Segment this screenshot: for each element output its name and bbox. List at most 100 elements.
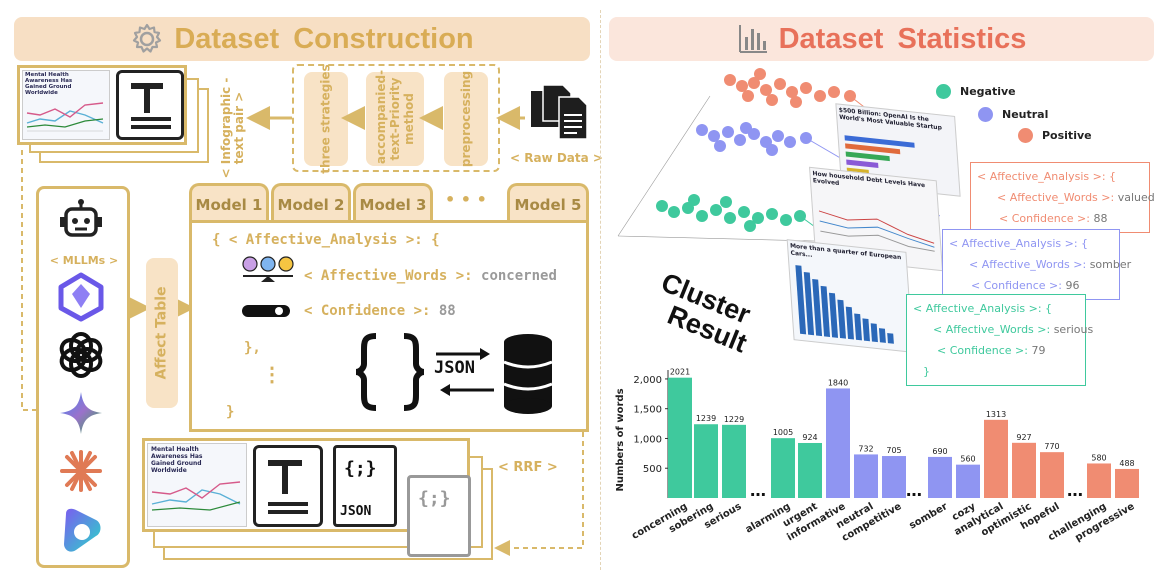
positive-cluster [724,68,856,108]
gemini-logo-icon [60,392,102,434]
bar-value-label: 1239 [696,414,716,423]
openai-logo-icon [59,332,103,378]
neutral-box-confidence: < Confidence >: 96 [971,279,1080,292]
code-close: } [226,404,235,420]
json-database-illustration [355,333,553,414]
bar-value-label: 2021 [670,368,690,377]
bar-optimistic [1012,442,1036,498]
gear-icon [133,23,162,53]
bar-value-label: 488 [1119,459,1134,468]
neutral-box-open: < Affective_Analysis >: { [949,237,1089,250]
y-axis-label: Numbers of words [615,388,626,491]
legend-negative-swatch [936,84,951,99]
tab-model-1[interactable]: Model 1 [189,183,269,223]
infographic-thumbnail: Mental Health Awareness Has Gained Groun… [22,70,110,140]
bar-urgent [798,442,822,498]
dataset-construction-banner: Dataset Construction [14,17,590,61]
legend-neutral-swatch [978,107,993,122]
negative-box-confidence: < Confidence >: 79 [937,344,1046,357]
negative-box-open: < Affective_Analysis >: { [913,302,1053,315]
positive-box-confidence: < Confidence >: 88 [999,212,1108,225]
bar-value-label: 1313 [986,410,1006,419]
legend-negative: Negative [936,84,1016,99]
stage-priority-method: accompanied- text-Priority method [366,70,424,166]
bar-hopeful [1040,452,1064,498]
page-title-right: Dataset Statistics [778,22,1027,55]
json-file-braces: {;} [344,458,377,479]
neutral-box-words: < Affective_Words >: somber [969,258,1132,271]
bottom-text-document-icon [253,445,323,527]
confidence-key: < Confidence >: [304,303,431,319]
legend-positive-swatch [1018,128,1033,143]
neutral-annotation-box: < Affective_Analysis >: { < Affective_Wo… [942,229,1132,300]
rrf-label: < RRF > [498,460,558,475]
confidence-line: < Confidence >: 88 [304,303,456,319]
legend-positive: Positive [1018,128,1092,143]
bar-gap-ellipsis: … [750,481,766,500]
thumb-title: Mental Health Awareness Has Gained Groun… [25,72,73,96]
qwen-logo-icon [58,272,104,322]
claude-logo-icon [60,450,102,492]
bar-concerning [668,377,692,498]
y-tick-label: 500 [643,464,662,475]
tab-model-2[interactable]: Model 2 [271,183,351,223]
json-file-icon-faded: {;} [407,475,471,557]
bar-gap-ellipsis: … [1067,481,1083,500]
bar-value-label: 927 [1016,433,1031,442]
bar-analytical [984,419,1008,498]
positive-box-words: < Affective_Words >: valued [997,191,1155,204]
affect-table-label-box: Affect Table [146,258,178,408]
bar-alarming [771,438,795,498]
assistant-logo-icon [64,508,101,552]
bar-value-label: 1005 [773,428,793,437]
dataset-statistics-banner: Dataset Statistics [609,17,1154,61]
y-tick-label: 1,000 [633,434,662,445]
page-title-left: Dataset Construction [174,22,474,55]
confidence-value: 88 [438,303,456,319]
bar-value-label: 690 [932,447,947,456]
raw-data-documents-icon [531,84,588,140]
robot-icon [60,199,102,237]
stage-preprocessing: preprocessing [444,71,488,167]
bottom-infographic-thumbnail: Mental Health Awareness Has Gained Groun… [147,443,247,527]
negative-box-close: } [923,365,930,378]
code-open-line: { < Affective_Analysis >: { [212,232,440,248]
affective-words-key: < Affective_Words >: [304,268,473,284]
bar-serious [722,424,746,498]
affective-words-line: < Affective_Words >: concerned [304,268,557,284]
bottom-thumb-line-chart [151,481,241,511]
tab-model-3[interactable]: Model 3 [353,183,433,223]
bar-gap-ellipsis: … [906,481,922,500]
bottom-thumb-title: Mental Health Awareness Has Gained Groun… [151,446,203,474]
cluster-scatter [617,68,940,246]
bar-informative [826,388,850,498]
raw-data-label: < Raw Data > [510,151,603,165]
json-file-faded-braces: {;} [418,488,451,509]
bar-somber [928,456,952,498]
bar-neutral [854,454,878,498]
y-axis: 500 1,000 1,500 2,000 [633,370,669,498]
y-tick-label: 1,500 [633,405,662,416]
emotion-faces-icon [242,256,294,282]
cluster-result-label: Cluster Result [647,267,761,358]
bar-value-label: 732 [858,444,873,453]
y-tick-label: 2,000 [633,375,662,386]
bottom-result-card: Mental Health Awareness Has Gained Groun… [142,438,471,557]
connector-arrows-left [21,106,584,556]
bar-value-label: 560 [960,455,975,464]
tab-model-5[interactable]: Model 5 [507,183,589,223]
bars: 2021concerning1239sobering1229serious100… [630,368,1139,544]
negative-box-words: < Affective_Words >: serious [933,323,1094,336]
stage-three-strategies: three strategies [304,64,348,174]
bar-cozy [956,464,980,498]
word-frequency-bar-chart: Numbers of words 500 1,000 1,500 2,000 2021… [615,368,1139,544]
negative-annotation-box: < Affective_Analysis >: { < Affective_Wo… [906,294,1094,386]
json-label: JSON [432,358,477,378]
toggle-slider-icon [242,305,290,317]
json-file-label: JSON [340,504,372,519]
bar-value-label: 705 [886,446,901,455]
bar-value-label: 1229 [724,415,744,424]
json-file-icon: {;} JSON [333,445,397,527]
affective-words-value: concerned [481,268,557,284]
bar-value-label: 580 [1091,453,1106,462]
